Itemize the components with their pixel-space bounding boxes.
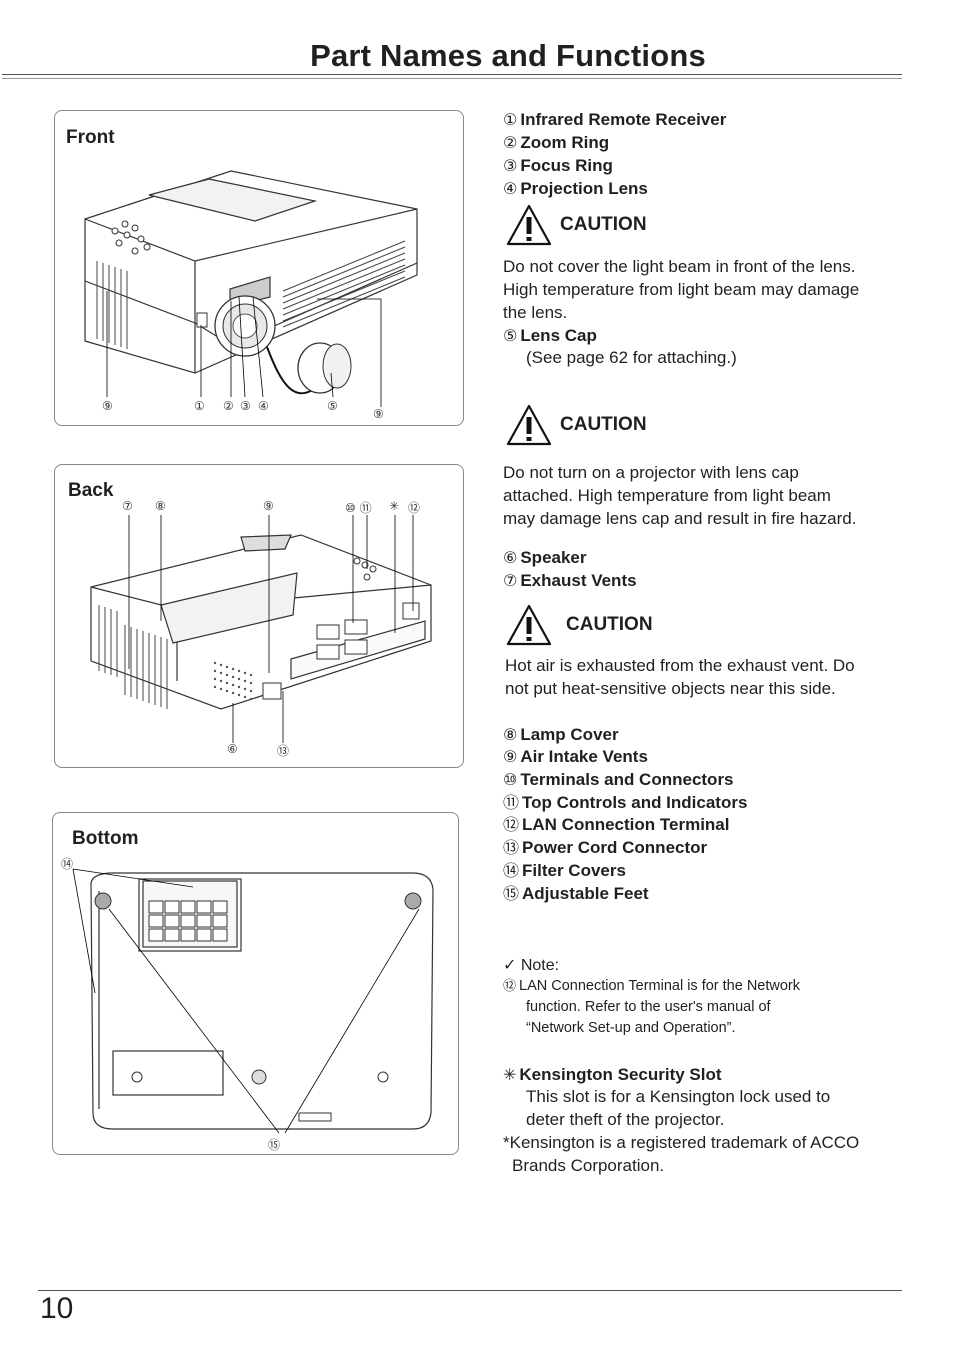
bottom-callout-15: ⑮: [268, 1138, 281, 1152]
caution-text-1: Do not cover the light beam in front of …: [503, 257, 860, 322]
page-title: Part Names and Functions: [310, 38, 706, 73]
front-callout-9-right: ⑨: [373, 407, 384, 421]
front-projector-illustration: [84, 170, 418, 407]
caution-heading-1: CAUTION: [506, 204, 647, 246]
back-projector-illustration: [90, 515, 432, 743]
caution-text-3: Hot air is exhausted from the exhaust ve…: [505, 656, 855, 698]
front-callout-5: ⑤: [327, 399, 338, 413]
bottom-panel: Bottom ⑭ ⑮: [52, 812, 459, 1155]
back-label: Back: [68, 480, 114, 501]
back-callout-13: ⑬: [277, 744, 290, 758]
lens-cap-detail: (See page 62 for attaching.): [526, 348, 737, 367]
kensington-heading: ✳Kensington Security Slot: [503, 1065, 722, 1084]
warning-triangle-icon: [506, 204, 552, 246]
warning-triangle-icon: [506, 604, 552, 646]
title-rule: [2, 74, 902, 75]
back-callout-kensington: ✳: [389, 499, 400, 513]
back-callout-8: ⑧: [155, 499, 166, 513]
back-callout-10-11: ⑩ ⑪: [345, 501, 372, 515]
back-callout-12: ⑫: [408, 501, 421, 515]
caution-heading-2: CAUTION: [506, 404, 647, 446]
title-rule-secondary: [2, 78, 902, 79]
front-callout-2: ②: [223, 399, 234, 413]
caution-text-2: Do not turn on a projector with lens cap…: [503, 463, 857, 528]
back-callout-9: ⑨: [263, 499, 274, 513]
bottom-projector-illustration: [72, 868, 434, 1134]
front-callout-3: ③: [240, 399, 251, 413]
kensington-trademark: *Kensington is a registered trademark of…: [503, 1133, 860, 1175]
back-panel: Back ⑦ ⑧ ⑨ ⑩ ⑪ ✳ ⑫: [54, 464, 464, 768]
bottom-label: Bottom: [72, 828, 139, 849]
warning-triangle-icon: [506, 404, 552, 446]
page-number: 10: [40, 1292, 74, 1325]
footer-rule: [38, 1290, 902, 1291]
caution-heading-3: CAUTION: [506, 604, 653, 646]
front-label: Front: [66, 127, 115, 148]
back-callout-6: ⑥: [227, 742, 238, 756]
front-callout-1: ①: [194, 399, 205, 413]
front-panel: Front: [54, 110, 464, 426]
bottom-callout-14: ⑭: [61, 857, 74, 871]
note-heading: ✓ Note:: [503, 957, 560, 974]
front-callout-4: ④: [258, 399, 269, 413]
back-callout-7: ⑦: [122, 499, 133, 513]
front-callout-9-left: ⑨: [102, 399, 113, 413]
kensington-body: This slot is for a Kensington lock used …: [526, 1087, 831, 1129]
